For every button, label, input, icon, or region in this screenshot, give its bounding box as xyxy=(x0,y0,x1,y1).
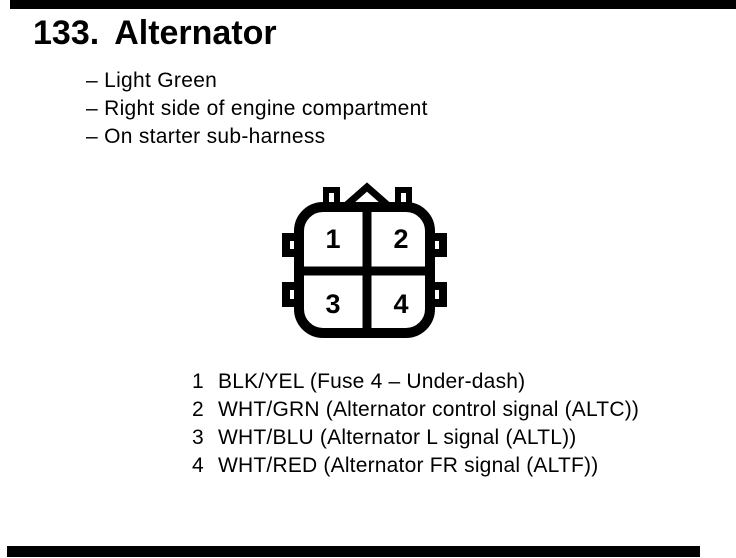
pin-legend-row-3: 3 WHT/BLU (Alternator L signal (ALTL)) xyxy=(188,424,639,452)
pin-3-label: 3 xyxy=(325,289,340,319)
pin-1-label: 1 xyxy=(325,224,340,254)
connector-chevron-key xyxy=(339,182,395,212)
pin-number: 4 xyxy=(192,454,204,477)
connector-bump-left-upper xyxy=(282,233,299,257)
pin-wire-description: WHT/BLU (Alternator L signal (ALTL)) xyxy=(218,426,577,449)
connector-tab-left xyxy=(323,187,340,208)
pin-legend: 1 BLK/YEL (Fuse 4 – Under-dash) 2 WHT/GR… xyxy=(188,368,639,480)
scan-artifact-bottom-bar xyxy=(7,546,700,557)
connector-bump-right-lower xyxy=(430,282,447,307)
pin-2-label: 2 xyxy=(393,224,408,254)
note-harness: – On starter sub-harness xyxy=(86,125,326,148)
item-title: Alternator xyxy=(114,14,277,52)
item-number: 133. xyxy=(33,14,100,52)
connector-bump-right-upper xyxy=(430,233,447,257)
pin-wire-description: WHT/RED (Alternator FR signal (ALTF)) xyxy=(218,454,599,477)
pin-number: 2 xyxy=(192,398,204,421)
pin-4-label: 4 xyxy=(393,289,408,319)
note-color: – Light Green xyxy=(86,69,218,92)
pin-wire-description: WHT/GRN (Alternator control signal (ALTC… xyxy=(218,398,640,421)
scan-artifact-top-bar xyxy=(10,0,736,9)
pin-number: 1 xyxy=(192,370,204,393)
pin-legend-row-1: 1 BLK/YEL (Fuse 4 – Under-dash) xyxy=(188,368,639,396)
pin-legend-row-4: 4 WHT/RED (Alternator FR signal (ALTF)) xyxy=(188,452,639,480)
note-location: – Right side of engine compartment xyxy=(86,97,428,120)
pin-legend-row-2: 2 WHT/GRN (Alternator control signal (AL… xyxy=(188,396,639,424)
page-title: 133. Alternator xyxy=(33,14,277,53)
connector-notes: – Light Green – Right side of engine com… xyxy=(86,67,428,151)
pin-wire-description: BLK/YEL (Fuse 4 – Under-dash) xyxy=(218,370,526,393)
pin-number: 3 xyxy=(192,426,204,449)
connector-diagram: 1 2 3 4 xyxy=(282,182,447,338)
connector-bump-left-lower xyxy=(282,282,299,307)
connector-tab-right xyxy=(395,187,412,208)
